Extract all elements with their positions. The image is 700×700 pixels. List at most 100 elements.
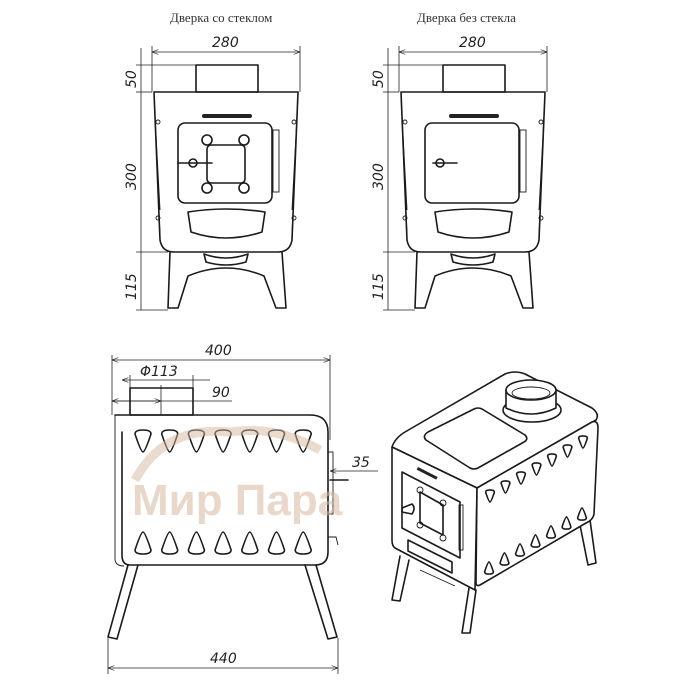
- ash-drawer-handle: [450, 253, 496, 266]
- vent-hole: [545, 525, 557, 539]
- door: [424, 122, 520, 204]
- iso-vent-holes-bottom: [483, 507, 588, 575]
- iso-ash-drawer: [407, 539, 453, 574]
- bolt: [201, 182, 213, 194]
- front-edge: [114, 415, 125, 567]
- vent-hole: [241, 531, 259, 555]
- rivet: [291, 215, 297, 221]
- dim-door-protrusion-label: 35: [352, 455, 370, 471]
- rivet: [402, 119, 408, 125]
- dim-width-label: 280: [212, 35, 239, 51]
- dim-chimney-label: 50: [124, 70, 140, 88]
- vent-hole: [561, 516, 572, 530]
- door-hinge: [519, 129, 527, 193]
- dim-chimney-diameter-label: Φ113: [140, 364, 178, 380]
- chimney: [442, 64, 506, 93]
- bolt: [238, 182, 250, 194]
- chimney: [195, 64, 259, 93]
- ash-drawer: [187, 208, 266, 239]
- vent-hole: [160, 531, 179, 555]
- door-handle-knob: [435, 158, 445, 168]
- stove-body: [114, 414, 329, 566]
- side-flanks: [400, 96, 546, 236]
- iso-leg-front-left: [391, 555, 410, 602]
- front-view-without-glass: Дверка без стекла 280 50 300 115: [371, 10, 548, 311]
- rivet: [538, 119, 544, 125]
- dim-width-label: 280: [459, 35, 486, 51]
- vent-hole: [267, 531, 286, 555]
- bolt: [439, 534, 447, 542]
- vent-hole: [499, 552, 510, 566]
- vent-hole: [294, 531, 312, 555]
- iso-leg-front-right: [461, 587, 477, 634]
- dim-length-label: 400: [205, 343, 232, 359]
- ash-drawer-handle: [203, 253, 249, 266]
- vent-hole: [484, 489, 496, 503]
- iso-vent-holes-top: [484, 435, 589, 503]
- vent-hole: [500, 480, 511, 494]
- drawer-handle: [328, 536, 339, 546]
- side-flanks: [153, 96, 299, 236]
- iso-right-face: [475, 420, 599, 587]
- title-with-glass: Дверка со стеклом: [170, 10, 272, 25]
- rivet: [155, 215, 161, 221]
- dim-legs-label: 115: [124, 273, 140, 300]
- watermark: Мир Пара: [131, 425, 343, 525]
- iso-brand-logo: [416, 467, 438, 480]
- iso-chimney-inner: [511, 386, 551, 400]
- bolt: [439, 499, 447, 507]
- title-without-glass: Дверка без стекла: [417, 10, 516, 25]
- bolt: [238, 134, 250, 146]
- vent-hole: [483, 561, 495, 575]
- iso-drawer-handle: [419, 569, 456, 587]
- vent-hole: [531, 462, 542, 476]
- iso-hotplate: [423, 407, 528, 470]
- stove-body: [153, 91, 299, 253]
- door-hinge: [272, 129, 280, 193]
- side-view: 400 Φ113 90 35 440: [107, 343, 378, 674]
- vent-hole: [576, 507, 588, 521]
- bolt: [416, 521, 424, 529]
- stove-body: [400, 91, 546, 253]
- watermark-arc: [131, 425, 323, 483]
- bolt: [201, 134, 213, 146]
- dim-legs-label: 115: [371, 273, 387, 300]
- iso-door-hinge: [458, 504, 464, 551]
- chimney: [129, 387, 194, 416]
- vent-hole: [562, 444, 573, 458]
- door-hinge: [327, 451, 334, 515]
- rivet: [155, 119, 161, 125]
- iso-door-handle: [401, 503, 415, 515]
- dim-chimney-label: 50: [371, 70, 387, 88]
- leg-right: [304, 564, 338, 640]
- front-view-with-glass: Дверка со стеклом 280 50 300 115: [124, 10, 301, 311]
- vent-hole: [134, 531, 152, 555]
- vent-hole: [214, 531, 232, 555]
- bolt: [416, 486, 424, 494]
- rivet: [538, 215, 544, 221]
- isometric-view: [391, 371, 599, 634]
- vent-holes-bottom: [134, 531, 312, 555]
- brand-logo: [449, 114, 499, 118]
- watermark-text: Мир Пара: [132, 476, 343, 525]
- door-handle-knob: [188, 158, 198, 168]
- brand-logo: [202, 114, 252, 118]
- vent-hole: [134, 429, 152, 453]
- dim-body-label: 300: [371, 163, 387, 190]
- vent-hole: [530, 534, 541, 548]
- dim-legs-span-label: 440: [210, 651, 237, 667]
- vent-hole: [546, 453, 558, 467]
- vent-hole: [187, 531, 206, 555]
- vent-hole: [514, 543, 526, 557]
- leg-left: [107, 564, 139, 640]
- ash-drawer: [434, 208, 513, 239]
- iso-chimney-opening: [505, 379, 557, 401]
- door-glass: [206, 144, 246, 184]
- rivet: [291, 119, 297, 125]
- vent-hole: [577, 435, 589, 449]
- vent-hole: [515, 471, 527, 485]
- rivet: [402, 215, 408, 221]
- legs: [414, 251, 534, 309]
